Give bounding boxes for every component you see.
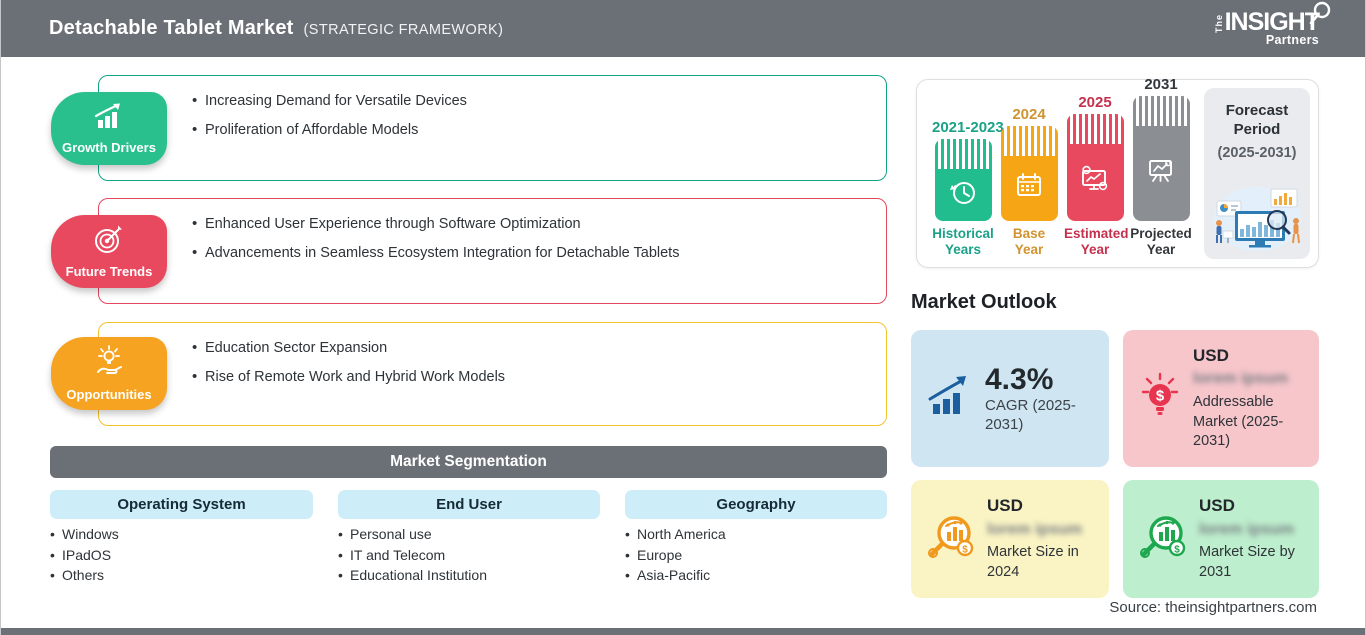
cagr-value: 4.3%	[985, 362, 1054, 396]
header-bar: Detachable Tablet Market (STRATEGIC FRAM…	[1, 0, 1365, 57]
badge-label: Future Trends	[65, 264, 153, 279]
opportunities-box: Education Sector Expansion Rise of Remot…	[98, 322, 887, 426]
bottom-divider	[1, 628, 1365, 635]
bar-year-label: 2031	[1144, 76, 1178, 93]
cagr-card: 4.3% CAGR (2025-2031)	[911, 330, 1109, 467]
currency-label: USD	[1199, 496, 1235, 516]
list-item: Rise of Remote Work and Hybrid Work Mode…	[192, 368, 866, 385]
card-label: Market Size by 2031	[1199, 544, 1295, 580]
svg-text:$: $	[1156, 388, 1165, 405]
timeline-bar-estimated: 2025 Estimated	[1064, 94, 1129, 258]
list-item: IT and Telecom	[338, 545, 487, 566]
presentation-chart-icon	[1144, 155, 1178, 192]
analytics-illustration	[1213, 187, 1301, 251]
source-attribution: Source: theinsightpartners.com	[1109, 599, 1317, 616]
list-item: Others	[50, 565, 119, 586]
logo-partners-text: Partners	[1265, 33, 1319, 47]
opportunities-badge: Opportunities	[51, 337, 167, 410]
list-item: Proliferation of Affordable Models	[192, 121, 866, 138]
list-item: Europe	[625, 545, 726, 566]
currency-label: USD	[1193, 346, 1229, 366]
market-segmentation-header: Market Segmentation	[50, 446, 887, 478]
target-dart-icon	[91, 224, 127, 261]
segment-header-operating-system: Operating System	[50, 490, 313, 519]
market-size-2031-card: $ USD lorem ipsum Market Size by 2031	[1123, 480, 1319, 598]
hand-bulb-icon	[91, 345, 127, 384]
report-title: Detachable Tablet Market	[49, 17, 294, 39]
list-item: Windows	[50, 524, 119, 545]
bar-year-label: 2024	[1012, 106, 1046, 123]
opportunities-list: Education Sector Expansion Rise of Remot…	[99, 323, 886, 385]
forecast-range: (2025-2031)	[1217, 145, 1297, 161]
future-trends-box: Enhanced User Experience through Softwar…	[98, 198, 887, 304]
monitor-gear-icon	[1078, 164, 1112, 201]
bar-year-label: 2025	[1078, 94, 1112, 111]
magnifier-chart-icon: $	[1137, 512, 1189, 567]
growth-drivers-list: Increasing Demand for Versatile Devices …	[99, 76, 886, 138]
list-item: IPadOS	[50, 545, 119, 566]
segment-header-end-user: End User	[338, 490, 600, 519]
segment-list-geography: North America Europe Asia-Pacific	[625, 524, 726, 586]
company-logo: The INSIGHT Partners	[1213, 1, 1331, 47]
card-label: Addressable Market (2025-2031)	[1193, 394, 1284, 450]
base-bar	[1000, 126, 1058, 221]
growth-drivers-box: Increasing Demand for Versatile Devices …	[98, 75, 887, 181]
future-trends-list: Enhanced User Experience through Softwar…	[99, 199, 886, 261]
segment-header-geography: Geography	[625, 490, 887, 519]
bar-caption: Historical Years	[932, 226, 994, 257]
list-item: North America	[625, 524, 726, 545]
list-item: Advancements in Seamless Ecosystem Integ…	[192, 244, 866, 261]
timeline-bar-base: 2024 Base Year	[998, 106, 1060, 258]
projected-bar	[1132, 96, 1190, 221]
page-title: Detachable Tablet Market (STRATEGIC FRAM…	[49, 17, 503, 40]
timeline-card: 2021-2023 Historical Years 2	[916, 76, 1319, 268]
growth-chart-icon	[925, 374, 975, 423]
list-item: Education Sector Expansion	[192, 339, 866, 356]
bulb-dollar-icon: $	[1137, 370, 1183, 427]
estimated-bar	[1066, 114, 1124, 221]
growth-chart-icon	[89, 102, 129, 137]
growth-drivers-badge: Growth Drivers	[51, 92, 167, 165]
magnifier-icon	[1307, 1, 1333, 32]
market-outlook-title: Market Outlook	[911, 291, 1057, 313]
bar-caption: Estimated Year	[1064, 226, 1129, 257]
list-item: Asia-Pacific	[625, 565, 726, 586]
badge-label: Growth Drivers	[62, 140, 156, 155]
bar-year-label: 2021-2023	[932, 119, 1004, 136]
svg-text:$: $	[962, 544, 968, 555]
historical-bar	[934, 139, 992, 221]
forecast-label: Period	[1233, 121, 1281, 138]
calendar-icon	[1013, 170, 1045, 207]
timeline-bar-projected: 2031 Projected	[1130, 76, 1192, 258]
future-trends-badge: Future Trends	[51, 215, 167, 288]
segment-list-end-user: Personal use IT and Telecom Educational …	[338, 524, 487, 586]
history-clock-icon	[946, 176, 980, 215]
badge-label: Opportunities	[66, 387, 152, 402]
blurred-value: lorem ipsum	[1199, 520, 1295, 538]
blurred-value: lorem ipsum	[1193, 370, 1289, 388]
list-item: Enhanced User Experience through Softwar…	[192, 215, 866, 232]
list-item: Personal use	[338, 524, 487, 545]
cagr-label: CAGR (2025-2031)	[985, 396, 1076, 434]
forecast-period-panel: Forecast Period (2025-2031)	[1204, 88, 1310, 259]
magnifier-chart-icon: $	[925, 512, 977, 567]
market-size-2024-card: $ USD lorem ipsum Market Size in 2024	[911, 480, 1109, 598]
bar-caption: Base Year	[1012, 226, 1046, 257]
addressable-market-card: $ USD lorem ipsum Addressable Market (20…	[1123, 330, 1319, 467]
svg-text:$: $	[1174, 544, 1180, 555]
list-item: Increasing Demand for Versatile Devices	[192, 92, 866, 109]
timeline-bar-historical: 2021-2023 Historical Years	[932, 119, 1004, 258]
logo-insight-text: INSIGHT	[1224, 8, 1320, 36]
segment-list-operating-system: Windows IPadOS Others	[50, 524, 119, 586]
bar-caption: Projected Year	[1130, 226, 1192, 257]
report-subtitle: (STRATEGIC FRAMEWORK)	[303, 22, 504, 38]
forecast-label: Forecast	[1225, 102, 1289, 119]
logo-the-text: The	[1213, 14, 1224, 34]
list-item: Educational Institution	[338, 565, 487, 586]
blurred-value: lorem ipsum	[987, 520, 1083, 538]
currency-label: USD	[987, 496, 1023, 516]
card-label: Market Size in 2024	[987, 544, 1079, 580]
